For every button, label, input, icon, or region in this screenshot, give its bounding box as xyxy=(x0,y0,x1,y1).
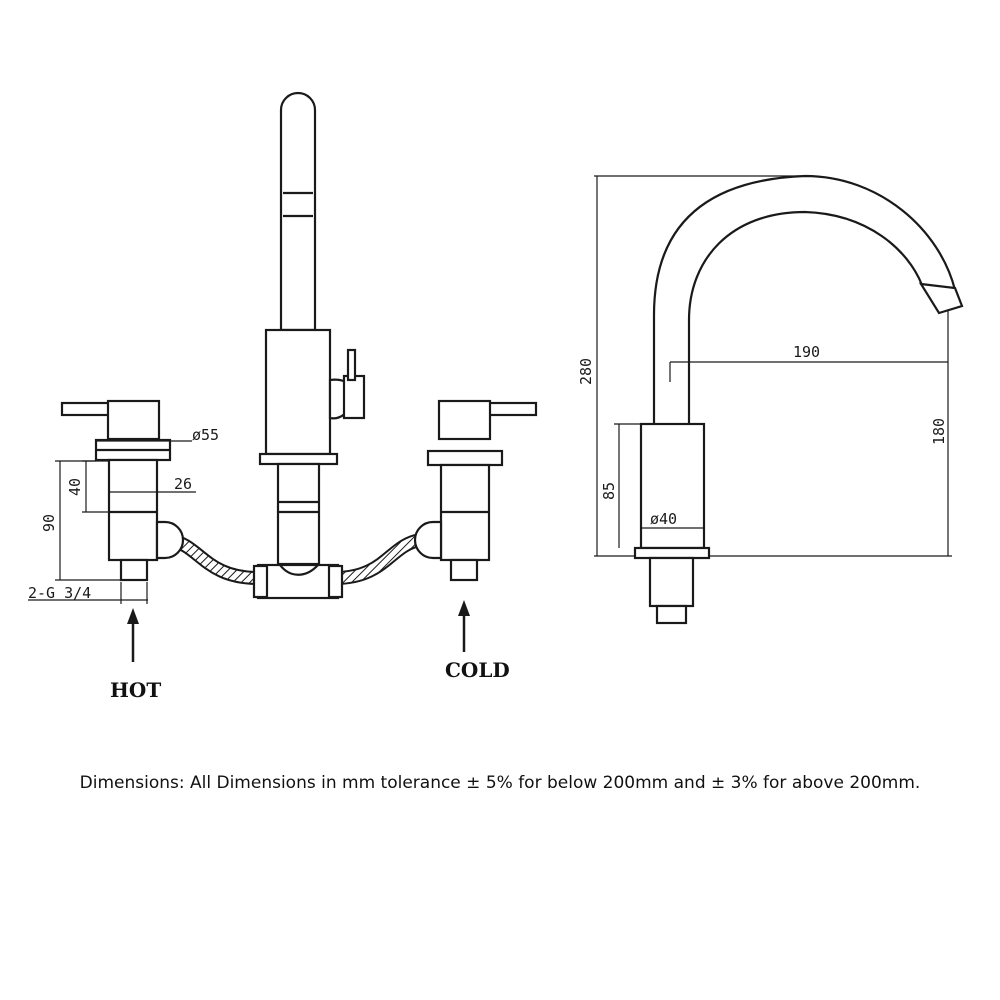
side-dimensions: 280 190 180 85 ø40 xyxy=(577,175,952,557)
cold-valve xyxy=(413,399,538,582)
front-view: ø55 26 40 90 2-G 3/4 HOT xyxy=(28,91,538,702)
dim-diameter-40: ø40 xyxy=(650,510,677,528)
dim-thread-size: 2-G 3/4 xyxy=(28,584,91,602)
dim-height-180: 180 xyxy=(930,418,948,445)
hot-label: HOT xyxy=(110,678,161,702)
dim-reach-190: 190 xyxy=(793,343,820,361)
spout-inner-curve xyxy=(687,210,924,424)
dim-height-90: 90 xyxy=(40,514,58,532)
central-spout xyxy=(252,91,366,600)
spout-outer-curve xyxy=(652,174,957,424)
hot-inlet: HOT xyxy=(110,608,161,702)
dim-height-280: 280 xyxy=(577,358,595,385)
side-flange xyxy=(633,546,711,560)
hot-valve xyxy=(60,399,185,582)
side-view: 280 190 180 85 ø40 xyxy=(577,174,964,625)
front-dimensions: ø55 26 40 90 2-G 3/4 xyxy=(28,426,219,604)
side-body xyxy=(639,422,706,550)
cold-label: COLD xyxy=(445,658,510,682)
dimensions-note: Dimensions: All Dimensions in mm toleran… xyxy=(79,773,921,793)
cold-inlet: COLD xyxy=(445,600,510,682)
dim-height-40: 40 xyxy=(66,478,84,496)
dim-height-85: 85 xyxy=(600,482,618,500)
spout-outlet xyxy=(918,282,964,315)
dim-width-26: 26 xyxy=(174,475,192,493)
dim-diameter-55: ø55 xyxy=(192,426,219,444)
